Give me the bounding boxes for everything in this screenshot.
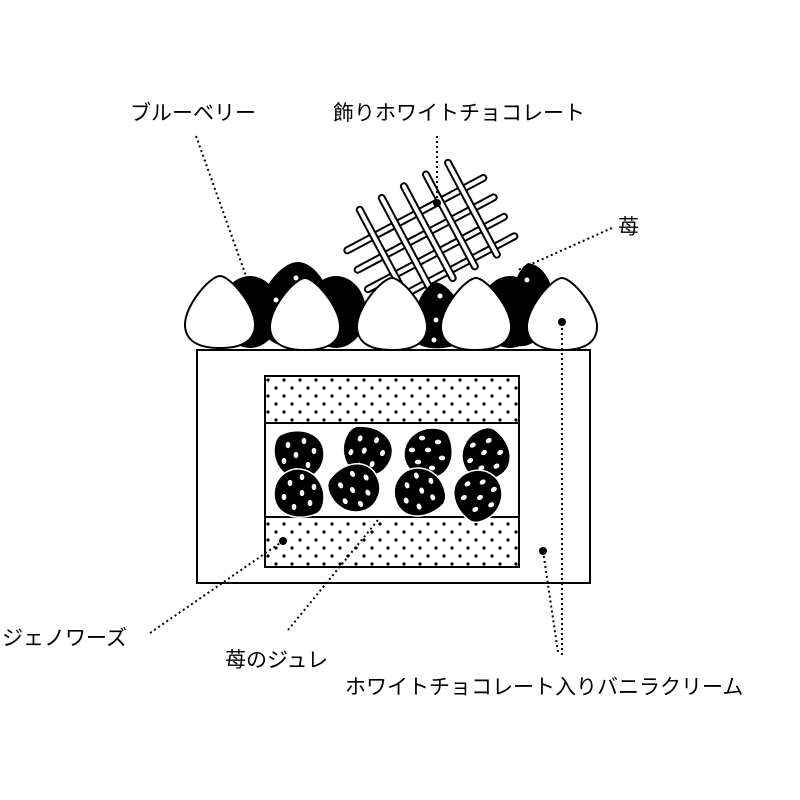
label-strawberry-jelly: 苺のジュレ bbox=[225, 648, 328, 672]
label-blueberry: ブルーベリー bbox=[130, 101, 256, 125]
genoise-bottom-layer bbox=[264, 516, 520, 568]
label-vanilla-cream: ホワイトチョコレート入りバニラクリーム bbox=[345, 675, 743, 699]
label-white-choco-decoration: 飾りホワイトチョコレート bbox=[333, 101, 585, 125]
label-genoise: ジェノワーズ bbox=[2, 626, 127, 650]
genoise-top-layer bbox=[264, 375, 520, 424]
leader-lines bbox=[149, 135, 613, 655]
label-strawberry: 苺 bbox=[618, 215, 639, 239]
